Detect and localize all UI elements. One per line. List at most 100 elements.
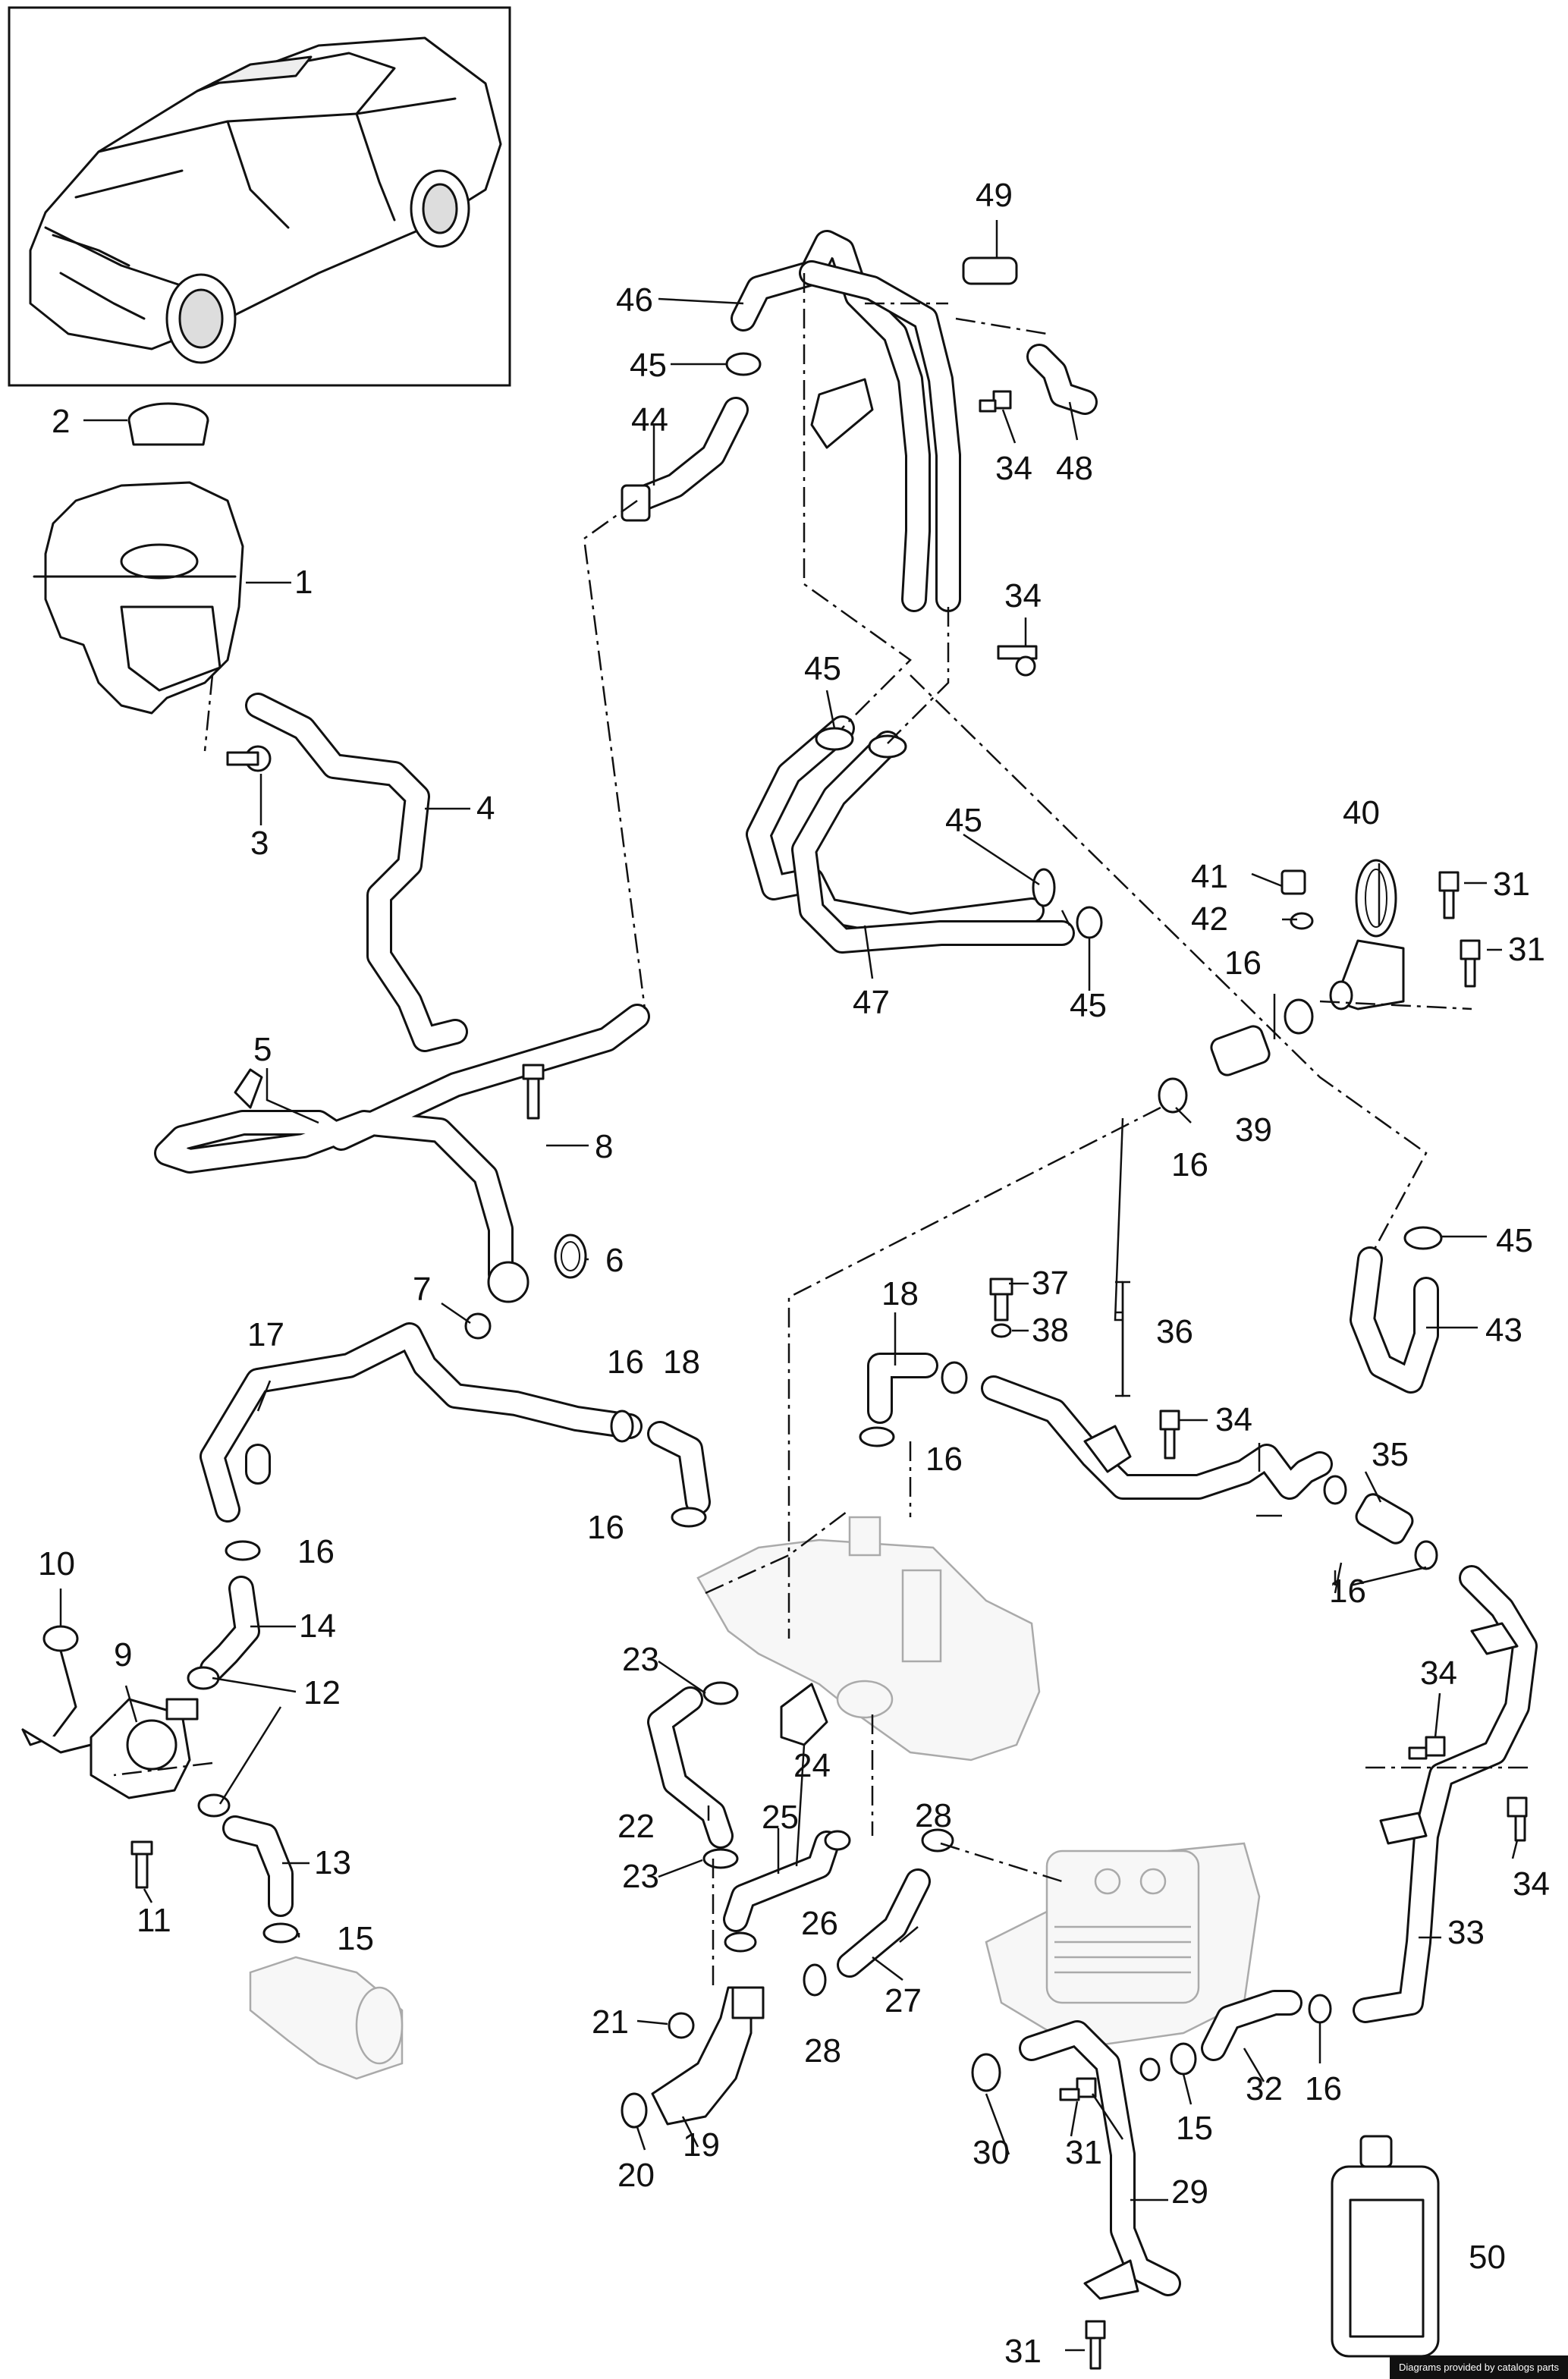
pipe-46 — [731, 230, 961, 612]
callout-16b: 16 — [607, 1343, 644, 1381]
sensor-41 — [1280, 869, 1306, 895]
callout-34c: 34 — [1215, 1401, 1252, 1438]
callout-45c: 45 — [945, 802, 982, 839]
callout-34e: 34 — [1513, 1865, 1550, 1903]
callout-16h: 16 — [1224, 944, 1262, 982]
pump-bracket-10 — [21, 1625, 93, 1754]
adapter-24 — [780, 1683, 828, 1746]
callout-labels: 1 2 3 4 5 6 7 8 9 10 11 12 13 14 15 15 1… — [38, 177, 1550, 2370]
assembly-lines — [113, 273, 1532, 1988]
callout-36: 36 — [1156, 1313, 1193, 1350]
coolant-pipe-5 — [154, 1004, 650, 1303]
bolts-34-lower-right — [1408, 1736, 1528, 1842]
callout-27: 27 — [885, 1982, 922, 2019]
hose-27 — [837, 1868, 931, 1978]
callout-41: 41 — [1191, 858, 1228, 895]
hose-43 — [1350, 1226, 1443, 1394]
leader-lines — [59, 220, 1519, 2352]
callout-48: 48 — [1056, 450, 1093, 487]
callout-25: 25 — [762, 1799, 799, 1836]
callout-31a: 31 — [1065, 2134, 1102, 2171]
callout-26: 26 — [801, 1905, 838, 1942]
coolant-bottle-50 — [1331, 2135, 1440, 2358]
diagram-credit: Diagrams provided by catalogs parts — [1390, 2355, 1568, 2379]
thermostat-ghost — [249, 1956, 404, 2080]
callout-16f: 16 — [1305, 2070, 1342, 2107]
callout-16c: 16 — [587, 1509, 624, 1546]
callout-29: 29 — [1171, 2173, 1208, 2211]
bolt-8 — [522, 1064, 545, 1120]
callout-39: 39 — [1235, 1111, 1272, 1149]
callout-46: 46 — [616, 281, 653, 319]
callout-6: 6 — [605, 1242, 624, 1279]
pipe-19 — [651, 1986, 765, 2126]
callout-3: 3 — [250, 825, 269, 862]
callout-4: 4 — [476, 790, 495, 827]
callout-42: 42 — [1191, 900, 1228, 938]
callout-45a: 45 — [630, 347, 667, 384]
clamps-16-left — [225, 1409, 707, 1561]
o-ring-20 — [621, 2092, 648, 2129]
callout-28a: 28 — [804, 2032, 841, 2069]
oil-cooler-ghost — [985, 1842, 1261, 2050]
callout-2: 2 — [52, 403, 70, 440]
callout-34d: 34 — [1420, 1655, 1457, 1692]
hose-13 — [222, 1815, 294, 1917]
hose-48 — [1026, 344, 1098, 415]
bolts-31-right — [1438, 871, 1481, 988]
hose-32 — [1201, 1990, 1332, 2061]
callout-24: 24 — [793, 1747, 831, 1784]
reservoir-screw — [226, 745, 272, 772]
hose-18-center — [859, 1353, 968, 1447]
callout-34a: 34 — [995, 450, 1032, 487]
bolts-34-top — [979, 390, 1038, 677]
callout-37: 37 — [1032, 1265, 1069, 1302]
callout-16g: 16 — [1171, 1146, 1208, 1183]
aux-water-pump-9 — [90, 1698, 199, 1799]
connector-35 — [1323, 1475, 1438, 1570]
connector-39 — [1210, 1025, 1271, 1076]
hose-4 — [245, 693, 468, 1052]
bolt-34-center — [1159, 1409, 1180, 1460]
callout-31c: 31 — [1493, 866, 1530, 903]
hose-25 — [723, 1831, 840, 1932]
callout-40: 40 — [1343, 794, 1380, 831]
clamps-45-top — [725, 352, 762, 376]
pipe-29 — [1019, 2020, 1181, 2300]
pipe-36 — [981, 1375, 1333, 1500]
callout-21: 21 — [592, 2003, 629, 2041]
callout-11: 11 — [137, 1902, 171, 1939]
callout-5: 5 — [253, 1031, 272, 1068]
callout-18a: 18 — [663, 1343, 700, 1381]
callout-47: 47 — [853, 984, 890, 1021]
callout-30: 30 — [973, 2134, 1010, 2171]
washer-38 — [991, 1323, 1012, 1338]
callout-16a: 16 — [297, 1533, 335, 1570]
callout-1: 1 — [294, 564, 313, 601]
callout-13: 13 — [314, 1844, 351, 1881]
callout-10: 10 — [38, 1545, 75, 1582]
callout-15b: 15 — [1176, 2110, 1213, 2147]
hose-44 — [621, 397, 749, 522]
callout-45b: 45 — [804, 650, 841, 687]
callout-31d: 31 — [1508, 931, 1545, 968]
callout-22: 22 — [617, 1808, 655, 1845]
bolt-37 — [989, 1277, 1013, 1321]
bolts-31-lower — [1059, 2077, 1106, 2370]
clamps-16-right — [1158, 980, 1353, 1114]
nut-7 — [464, 1312, 492, 1340]
callout-18b: 18 — [881, 1275, 919, 1312]
callout-16e: 16 — [1329, 1573, 1366, 1610]
callout-35: 35 — [1372, 1436, 1409, 1473]
pipe-33 — [1353, 1565, 1538, 2023]
callout-12: 12 — [303, 1674, 341, 1711]
bolt-11 — [130, 1840, 153, 1889]
hose-17 — [200, 1322, 643, 1523]
callout-33: 33 — [1447, 1914, 1485, 1951]
callout-23a: 23 — [622, 1641, 659, 1678]
callout-44: 44 — [631, 401, 668, 438]
hose-22 — [647, 1681, 739, 1869]
hose-18-upper — [647, 1421, 711, 1515]
clamps-26-28 — [724, 1828, 954, 1997]
